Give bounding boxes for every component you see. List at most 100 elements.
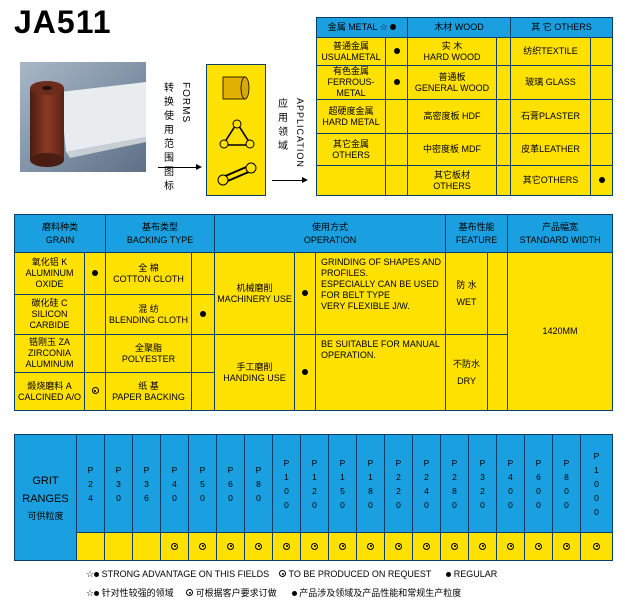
star-icon: ☆ <box>379 22 388 32</box>
app-mark <box>496 165 511 196</box>
legend-strong-cn: 针对性较强的领域 <box>101 588 174 598</box>
target-circle-icon <box>311 542 318 550</box>
target-circle-icon <box>395 542 402 550</box>
legend-regular-cn: 产品涉及领域及产品性能和常规生产粒度 <box>299 588 462 598</box>
legend-request-cn: 可根据客户要求订做 <box>195 588 277 598</box>
grit-label: GRIT RANGES 可供粒度 <box>14 434 77 561</box>
grit-mark <box>552 532 581 561</box>
grain-mark <box>83 372 107 411</box>
target-circle-icon <box>186 589 194 596</box>
header-others: 其 它 OTHERS <box>509 17 614 38</box>
app-mark <box>589 99 614 134</box>
app-mark <box>496 37 511 66</box>
app-cell: 玻璃 GLASS <box>510 65 591 100</box>
grit-mark <box>356 532 385 561</box>
feature-mark <box>487 334 509 411</box>
arrow-line <box>158 167 196 168</box>
arrow-line <box>272 180 302 181</box>
grit-mark <box>412 532 441 561</box>
grit-mark <box>300 532 329 561</box>
header-wood: 木材 WOOD <box>407 17 511 38</box>
app-mark <box>385 65 408 100</box>
target-circle-icon <box>367 542 374 550</box>
app-cell: 其它OTHERS <box>510 165 591 196</box>
target-circle-icon <box>507 542 514 550</box>
target-circle-icon <box>451 542 458 550</box>
forms-box <box>206 64 266 196</box>
target-circle-icon <box>199 542 206 550</box>
black-dot-icon <box>291 591 297 596</box>
black-dot-icon <box>393 48 400 54</box>
grit-mark <box>272 532 301 561</box>
grit-mark <box>496 532 525 561</box>
app-cell: 高密度板 HDF <box>407 99 497 134</box>
grain-mark <box>83 334 107 373</box>
sandpaper-roll-icon <box>20 62 146 172</box>
grit-mark <box>524 532 553 561</box>
legend-en: ☆ STRONG ADVANTAGE ON THIS FIELDS TO BE … <box>86 569 606 580</box>
grit-mark <box>384 532 413 561</box>
application-label-en: APPLICATION <box>295 98 305 168</box>
target-circle-icon <box>535 542 542 550</box>
grit-mark <box>132 532 161 561</box>
black-dot-icon <box>200 311 207 317</box>
black-dot-icon <box>92 270 98 276</box>
operation-mark <box>294 334 317 411</box>
app-mark <box>385 99 408 134</box>
target-circle-icon <box>171 542 178 550</box>
grit-mark <box>188 532 217 561</box>
application-label-cn: 应用领域 <box>278 99 288 152</box>
app-cell <box>316 165 386 196</box>
arrow-icon <box>302 177 308 183</box>
star-icon: ☆ <box>86 569 95 579</box>
app-mark <box>496 65 511 100</box>
app-mark <box>496 99 511 134</box>
operation-mark <box>294 252 317 335</box>
app-cell: 皮革LEATHER <box>510 133 591 166</box>
page-title: JA511 <box>14 4 112 40</box>
black-dot-icon <box>302 290 309 296</box>
backing-mark <box>191 252 216 295</box>
target-circle-icon <box>279 570 287 577</box>
app-mark <box>589 65 614 100</box>
grit-mark <box>328 532 357 561</box>
header-metal: 金属 METAL ☆ <box>316 17 408 38</box>
legend-regular-en: REGULAR <box>453 569 498 579</box>
app-mark <box>589 37 614 66</box>
target-circle-icon <box>339 542 346 550</box>
grit-mark <box>160 532 189 561</box>
black-dot-icon <box>94 591 100 596</box>
grit-mark <box>580 532 613 561</box>
wide-belt-icon <box>217 162 257 186</box>
width-cell: 1420MM <box>507 252 614 411</box>
